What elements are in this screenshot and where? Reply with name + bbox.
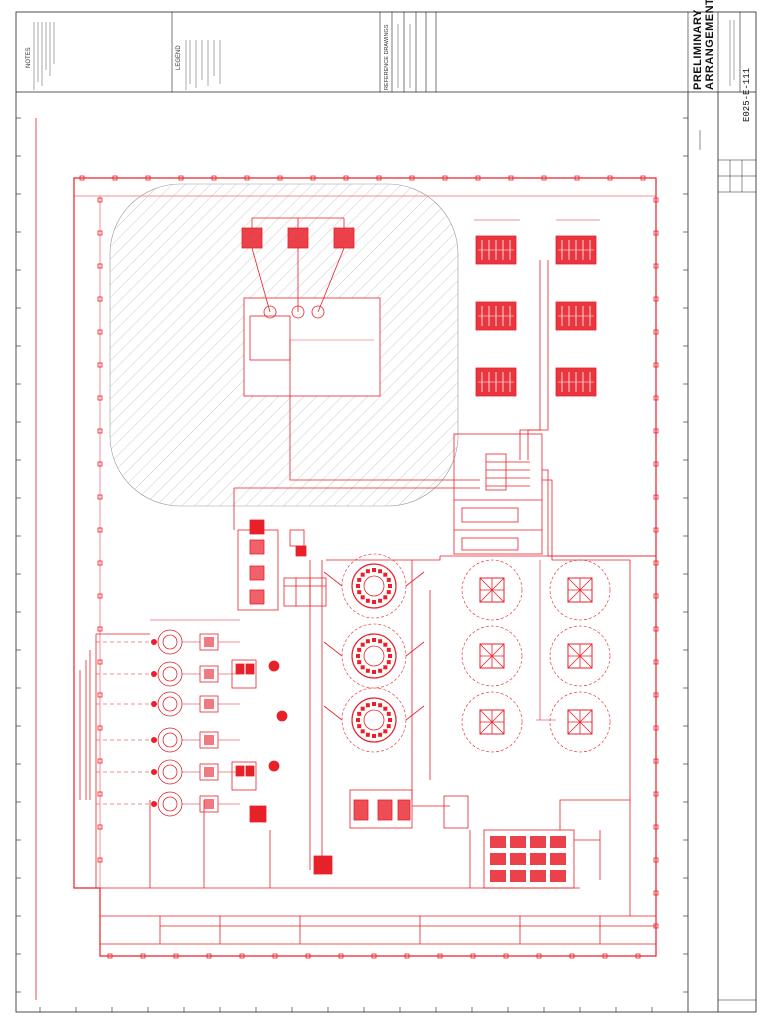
motor-unit bbox=[157, 727, 183, 753]
motor-unit bbox=[157, 759, 183, 785]
site-fence bbox=[73, 177, 657, 957]
distribution-panels bbox=[231, 659, 333, 875]
switchgear-building bbox=[453, 433, 543, 555]
battery-module bbox=[550, 836, 566, 848]
cooler-outline bbox=[549, 625, 611, 687]
battery-module bbox=[530, 836, 546, 848]
top-title-strip bbox=[171, 12, 741, 92]
notes-heading: NOTES bbox=[26, 47, 32, 68]
tank bbox=[351, 697, 397, 743]
status-line-2: ARRANGEMENT bbox=[704, 0, 716, 90]
fence-posts bbox=[79, 175, 659, 959]
cooler-outline bbox=[549, 691, 611, 753]
battery-module bbox=[490, 853, 506, 865]
battery-module bbox=[550, 870, 566, 882]
reference-heading: REFERENCE DRAWINGS bbox=[384, 24, 390, 91]
reference-text-lines bbox=[397, 20, 735, 88]
motor-units bbox=[96, 629, 240, 817]
fan-coolers bbox=[461, 559, 611, 753]
right-title-block bbox=[699, 130, 756, 1001]
battery-rack bbox=[483, 829, 601, 889]
control-panels bbox=[237, 519, 327, 611]
battery-module bbox=[490, 870, 506, 882]
transformer-box bbox=[249, 315, 291, 361]
electrical-arrangement bbox=[35, 118, 659, 1000]
tank bbox=[351, 633, 397, 679]
legend-heading: LEGEND bbox=[176, 45, 182, 70]
bottom-busbars bbox=[100, 887, 656, 945]
cooler-outline bbox=[461, 559, 523, 621]
border-tick-marks bbox=[16, 117, 688, 1012]
cooler-outline bbox=[461, 625, 523, 687]
fan-units-bottom bbox=[349, 789, 469, 829]
drawing-number: E025-E-111 bbox=[742, 67, 752, 122]
cooler-outline bbox=[549, 559, 611, 621]
battery-module bbox=[510, 836, 526, 848]
motor-unit bbox=[157, 791, 183, 817]
inverter-cabinets bbox=[475, 235, 597, 397]
notes-text-lines bbox=[33, 22, 55, 90]
legend-text-lines bbox=[185, 40, 221, 90]
battery-module bbox=[490, 836, 506, 848]
battery-module bbox=[530, 853, 546, 865]
motor-unit bbox=[157, 629, 183, 655]
battery-tanks bbox=[323, 553, 425, 753]
sheet-border bbox=[15, 11, 757, 1013]
status-line-1: PRELIMINARY bbox=[692, 9, 704, 90]
tank bbox=[351, 563, 397, 609]
battery-module bbox=[510, 870, 526, 882]
motor-unit bbox=[157, 661, 183, 687]
top-transformers bbox=[241, 217, 355, 319]
battery-module bbox=[530, 870, 546, 882]
battery-module bbox=[550, 853, 566, 865]
battery-module bbox=[510, 853, 526, 865]
motor-unit bbox=[157, 691, 183, 717]
switchgear-panel bbox=[485, 453, 507, 491]
cooler-outline bbox=[461, 691, 523, 753]
transformer-pad bbox=[243, 297, 381, 397]
